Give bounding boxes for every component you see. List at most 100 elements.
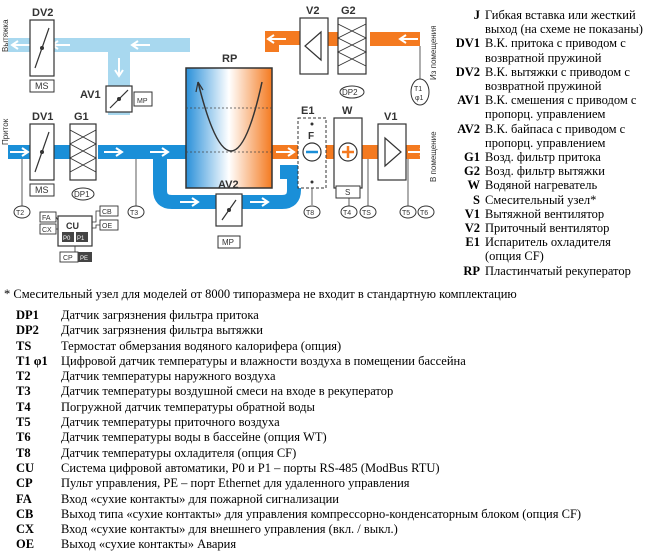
dp1-label: DP1 <box>74 190 90 199</box>
sensor-row-code: T2 <box>16 369 31 384</box>
sensor-row-code: FA <box>16 491 32 506</box>
v2-label: V2 <box>306 5 319 17</box>
from-room-label: Из помещения <box>429 25 438 80</box>
rp-label: RP <box>222 53 237 65</box>
ts-label: TS <box>362 210 371 217</box>
cb-label: CB <box>102 209 112 216</box>
av1-label: AV1 <box>80 89 101 101</box>
legend-row: AV2 В.К. байпаса с приводом с пропорц. уп… <box>445 122 650 150</box>
legend-row-desc: В.К. смешения с приводом с пропорц. упра… <box>485 93 637 122</box>
t5-label: T5 <box>402 210 410 217</box>
legend-row-desc: Приточный вентилятор <box>485 221 610 236</box>
filter-g2 <box>336 17 368 99</box>
legend-row-code: AV2 <box>457 121 480 136</box>
sensor-row-code: T4 <box>16 399 31 414</box>
legend-row-desc: В.К. байпаса с приводом с пропорц. управ… <box>485 121 626 150</box>
legend-row-desc: Испаритель охладителя (опция CF) <box>485 235 611 264</box>
legend-row-code: DV1 <box>455 36 480 51</box>
sensor-row-desc: Вход «сухие контакты» для пожарной сигна… <box>61 491 339 506</box>
sensor-row-code: OE <box>16 537 35 552</box>
sensor-row-desc: Датчик температуры наружного воздуха <box>61 369 276 384</box>
sensor-row-code: CP <box>16 476 33 491</box>
av2-mp-label: MP <box>222 238 234 247</box>
s-label: S <box>345 188 350 197</box>
legend-row-desc: Возд. фильтр вытяжки <box>485 164 605 179</box>
dv2-ms-label: MS <box>35 81 49 91</box>
sensor-row-code: CU <box>16 460 35 475</box>
sensor-row-code: CX <box>16 522 35 537</box>
legend-row-desc: Вытяжной вентилятор <box>485 206 605 221</box>
legend-row-desc: В.К. притока с приводом с возвратной пру… <box>485 36 626 65</box>
legend-row-code: AV1 <box>457 93 480 108</box>
legend-row-code: DV2 <box>455 64 480 79</box>
legend-row-desc: Пластинчатый рекуператор <box>485 263 631 278</box>
sensor-row-code: CB <box>16 506 34 521</box>
legend-row: V1 Вытяжной вентилятор <box>445 207 650 221</box>
sensor-row-code: T6 <box>16 430 31 445</box>
legend-row-code: RP <box>463 263 480 278</box>
sensor-row: T3 Датчик температуры воздушной смеси на … <box>16 384 646 399</box>
legend-row: G2 Возд. фильтр вытяжки <box>445 164 650 178</box>
cu-label: CU <box>66 221 79 231</box>
cp-label: CP <box>63 255 73 262</box>
w-label: W <box>342 105 353 117</box>
p0-label: P0 <box>63 236 71 242</box>
control-unit-cu <box>39 205 119 263</box>
legend-row-desc: Водяной нагреватель <box>485 178 598 193</box>
dp2-label: DP2 <box>342 88 358 97</box>
p1-label: P1 <box>77 236 85 242</box>
sensor-t1-phi1 <box>410 46 430 106</box>
g2-label: G2 <box>341 5 356 17</box>
av1-mp-label: MP <box>137 98 148 105</box>
legend-row-code: J <box>473 8 480 22</box>
t1-label: T1 <box>414 86 422 93</box>
legend-row: V2 Приточный вентилятор <box>445 221 650 235</box>
legend-row-desc: Возд. фильтр притока <box>485 150 601 165</box>
sensor-row-desc: Термостат обмерзания водяного калорифера… <box>61 338 342 353</box>
sensor-row-desc: Датчик температуры воздушной смеси на вх… <box>61 384 394 399</box>
evaporator-e1 <box>297 117 327 205</box>
fa-label: FA <box>42 215 51 222</box>
t8-label: T8 <box>306 210 314 217</box>
supply-side-label: Приток <box>1 118 10 145</box>
legend-row-code: V1 <box>464 206 480 221</box>
sensor-row-code: T3 <box>16 384 31 399</box>
sensor-row-code: T8 <box>16 445 31 460</box>
legend-row-code: S <box>473 192 480 207</box>
damper-dv1 <box>29 123 55 197</box>
legend-row-code: G2 <box>464 164 480 179</box>
dv2-label: DV2 <box>32 7 53 19</box>
e1-label: E1 <box>301 105 314 117</box>
oe-label: OE <box>102 223 112 230</box>
to-room-label: В помещение <box>429 131 438 182</box>
legend-row: S Смесительный узел* <box>445 193 650 207</box>
f-label: F <box>308 131 314 142</box>
sensor-row-code: T5 <box>16 415 31 430</box>
legend-row: RP Пластинчатый рекуператор <box>445 264 650 278</box>
legend-row: AV1 В.К. смешения с приводом с пропорц. у… <box>445 93 650 121</box>
t6-label: T6 <box>420 210 428 217</box>
dv1-ms-label: MS <box>35 185 49 195</box>
sensor-leads <box>21 159 409 206</box>
g1-label: G1 <box>74 111 89 123</box>
fan-v2 <box>299 17 329 75</box>
damper-dv2 <box>29 19 55 93</box>
cx-label: CX <box>42 227 52 234</box>
legend-row-code: V2 <box>464 221 480 236</box>
footnote: * Смесительный узел для моделей от 8000 … <box>4 287 517 301</box>
legend-row-desc: Смесительный узел* <box>485 192 597 207</box>
